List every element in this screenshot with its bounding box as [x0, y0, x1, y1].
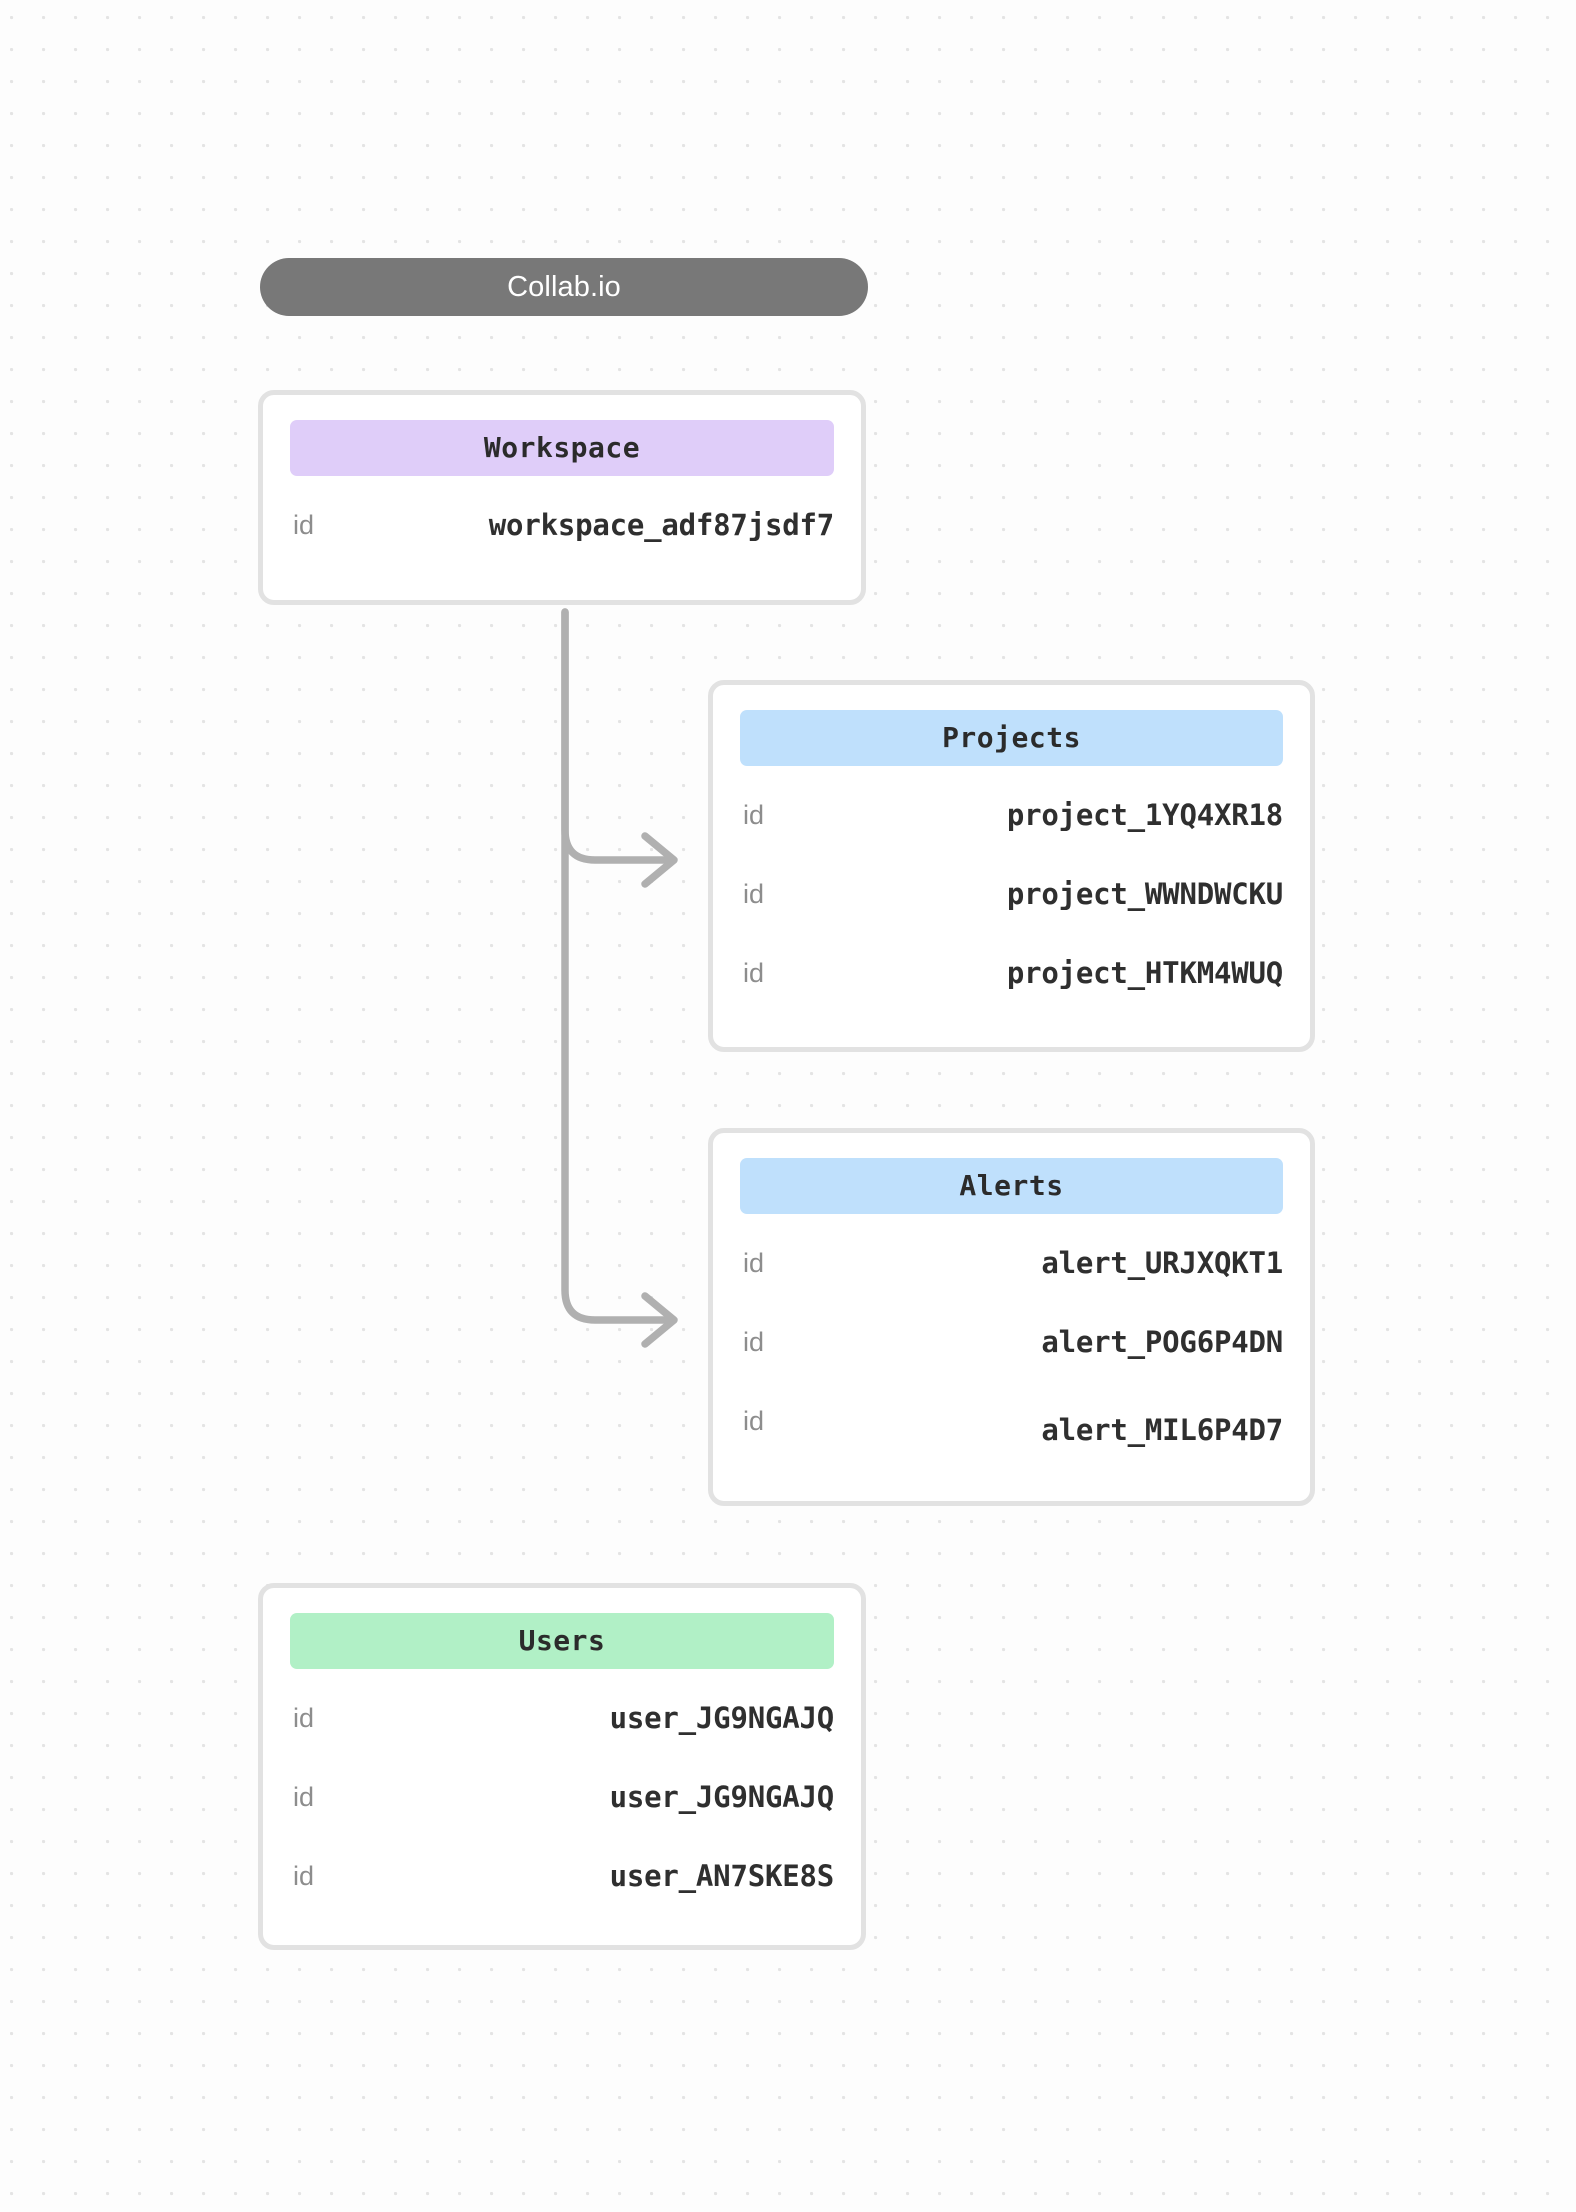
entity-row[interactable]: id workspace_adf87jsdf7 [290, 486, 834, 565]
row-key: id [293, 1861, 315, 1891]
entity-card-alerts[interactable]: Alerts id alert_URJXQKT1 id alert_POG6P4… [708, 1128, 1315, 1506]
entity-row[interactable]: id project_HTKM4WUQ [740, 934, 1283, 1013]
entity-row[interactable]: id project_1YQ4XR18 [740, 776, 1283, 855]
row-key: id [743, 958, 765, 988]
row-value: alert_POG6P4DN [1041, 1325, 1283, 1359]
connector-workspace-to-projects [561, 608, 676, 864]
row-key: id [743, 1327, 765, 1357]
entity-row[interactable]: id alert_URJXQKT1 [740, 1224, 1283, 1303]
entity-title-users: Users [518, 1624, 606, 1657]
entity-header-workspace: Workspace [290, 420, 834, 476]
row-key: id [293, 1703, 315, 1733]
entity-card-workspace[interactable]: Workspace id workspace_adf87jsdf7 [258, 390, 866, 605]
row-key: id [743, 1248, 765, 1278]
row-value: project_WWNDWCKU [1006, 877, 1283, 911]
arrowhead-projects [641, 832, 678, 888]
entity-row[interactable]: id project_WWNDWCKU [740, 855, 1283, 934]
entity-row[interactable]: id alert_POG6P4DN [740, 1303, 1283, 1382]
row-value: user_AN7SKE8S [609, 1859, 835, 1893]
entity-row[interactable]: id alert_MIL6P4D7 [740, 1382, 1283, 1461]
entity-card-projects[interactable]: Projects id project_1YQ4XR18 id project_… [708, 680, 1315, 1052]
row-value: user_JG9NGAJQ [609, 1701, 835, 1735]
diagram-title-pill: Collab.io [260, 258, 868, 316]
entity-header-projects: Projects [740, 710, 1283, 766]
row-value: workspace_adf87jsdf7 [488, 508, 834, 542]
entity-rows-workspace: id workspace_adf87jsdf7 [290, 476, 834, 565]
row-key: id [293, 510, 315, 540]
entity-title-workspace: Workspace [483, 431, 641, 464]
diagram-title: Collab.io [507, 270, 621, 303]
entity-rows-projects: id project_1YQ4XR18 id project_WWNDWCKU … [740, 766, 1283, 1013]
row-value: alert_URJXQKT1 [1041, 1246, 1283, 1280]
row-key: id [743, 879, 765, 909]
row-value: project_1YQ4XR18 [1006, 798, 1283, 832]
entity-header-users: Users [290, 1613, 834, 1669]
arrowhead-alerts [641, 1292, 678, 1348]
entity-rows-alerts: id alert_URJXQKT1 id alert_POG6P4DN id a… [740, 1214, 1283, 1461]
entity-title-projects: Projects [942, 721, 1081, 754]
entity-rows-users: id user_JG9NGAJQ id user_JG9NGAJQ id use… [290, 1669, 834, 1916]
entity-row[interactable]: id user_JG9NGAJQ [290, 1758, 834, 1837]
row-key: id [743, 1406, 765, 1436]
entity-card-users[interactable]: Users id user_JG9NGAJQ id user_JG9NGAJQ … [258, 1583, 866, 1950]
entity-row[interactable]: id user_JG9NGAJQ [290, 1679, 834, 1758]
entity-header-alerts: Alerts [740, 1158, 1283, 1214]
row-value: alert_MIL6P4D7 [1041, 1413, 1283, 1447]
entity-row[interactable]: id user_AN7SKE8S [290, 1837, 834, 1916]
row-value: project_HTKM4WUQ [1006, 956, 1283, 990]
row-key: id [293, 1782, 315, 1812]
row-key: id [743, 800, 765, 830]
entity-title-alerts: Alerts [959, 1169, 1064, 1202]
row-value: user_JG9NGAJQ [609, 1780, 835, 1814]
connector-workspace-to-alerts [561, 608, 676, 1324]
